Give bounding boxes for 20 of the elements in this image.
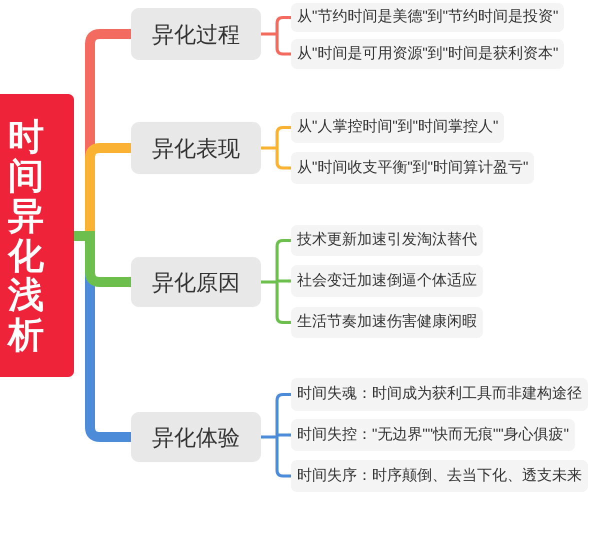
topic-box: 时间异化浅析	[0, 94, 74, 377]
subtopic-box: 时间失魂：时间成为获利工具而非建构途径	[291, 378, 588, 411]
subtopic-box: 从"节约时间是美德"到"节约时间是投资"	[291, 3, 564, 32]
branch-box: 异化过程	[131, 8, 261, 60]
subtopic-box: 从"时间是可用资源"到"时间是获利资本"	[291, 39, 564, 69]
branch-box: 异化原因	[131, 257, 261, 307]
subtopic-box: 技术更新加速引发淘汰替代	[291, 225, 483, 256]
subtopic-box: 生活节奏加速伤害健康闲暇	[291, 307, 483, 338]
connector-line	[261, 146, 291, 170]
connector-line	[261, 16, 291, 36]
subtopic-box: 时间失序：时序颠倒、去当下化、透支未来	[291, 460, 588, 492]
subtopic-box: 社会变迁加速倒逼个体适应	[291, 265, 483, 297]
subtopic-box: 从"时间收支平衡"到"时间算计盈亏"	[291, 152, 534, 184]
subtopic-box: 时间失控："无边界""快而无痕""身心俱疲"	[291, 419, 575, 451]
connector-line	[261, 434, 291, 438]
subtopic-box: 从"人掌控时间"到"时间掌控人"	[291, 112, 504, 143]
connector-line	[74, 231, 131, 287]
connector-line	[261, 280, 291, 284]
branch-box: 异化体验	[131, 412, 261, 462]
branch-box: 异化表现	[131, 122, 261, 174]
